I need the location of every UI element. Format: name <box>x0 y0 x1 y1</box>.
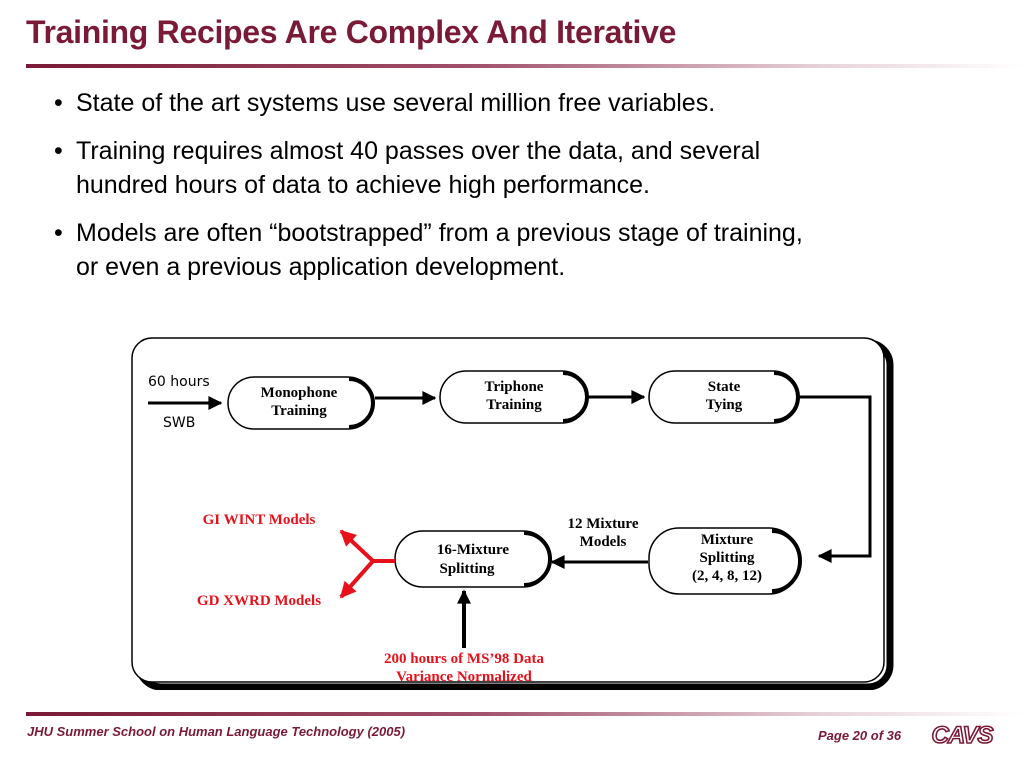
bullet-item: • State of the art systems use several mi… <box>54 86 984 120</box>
bullet-text: State of the art systems use several mil… <box>76 89 716 117</box>
stage-label: Training <box>271 403 327 419</box>
flow-connector <box>800 395 872 563</box>
bullet-list: • State of the art systems use several mi… <box>54 86 984 298</box>
stage-label: (2, 4, 8, 12) <box>692 568 762 584</box>
bullet-marker: • <box>54 137 63 165</box>
bullet-item: • Training requires almost 40 passes over… <box>54 134 984 202</box>
stage-state-tying: State Tying <box>648 370 800 424</box>
output-gi-wint-models: GI WINT Models <box>203 512 316 528</box>
logo-text: CAVS <box>932 722 994 749</box>
cavs-logo: CAVS <box>931 721 995 749</box>
footer-course-name: JHU Summer School on Human Language Tech… <box>27 724 406 739</box>
stage-label: State <box>708 379 741 395</box>
footer-divider <box>26 712 1024 716</box>
output-arrow-gd <box>339 559 375 599</box>
bullet-marker: • <box>54 219 63 247</box>
page-number: Page 20 of 36 <box>818 728 902 743</box>
data-note-label: Variance Normalized <box>396 669 532 685</box>
stage-label: Monophone <box>261 385 338 401</box>
mixture-models-label: Models <box>580 534 627 550</box>
output-gd-xwrd-models: GD XWRD Models <box>197 593 321 609</box>
training-flow-diagram: 60 hours SWB Monophone Training Triphone… <box>131 337 894 690</box>
bullet-marker: • <box>54 89 63 117</box>
bullet-text: Training requires almost 40 passes over … <box>76 137 761 199</box>
mixture-models-label: 12 Mixture <box>568 516 639 532</box>
stage-label: Splitting <box>439 561 495 577</box>
stage-16-mixture-splitting: 16-Mixture Splitting <box>394 530 552 588</box>
stage-label: Splitting <box>699 550 755 566</box>
title-divider <box>26 64 1024 68</box>
stage-mixture-splitting: Mixture Splitting (2, 4, 8, 12) <box>648 527 802 595</box>
stage-label: Triphone <box>485 379 544 395</box>
stage-triphone-training: Triphone Training <box>439 370 589 424</box>
data-note-label: 200 hours of MS’98 Data <box>384 651 544 667</box>
bullet-item: • Models are often “bootstrapped” from a … <box>54 216 984 284</box>
stage-label: 16-Mixture <box>437 542 510 558</box>
stage-label: Training <box>486 397 542 413</box>
input-hours-label: 60 hours <box>148 374 210 390</box>
slide-title: Training Recipes Are Complex And Iterati… <box>26 14 677 50</box>
bullet-text: Models are often “bootstrapped” from a p… <box>76 219 803 281</box>
stage-label: Mixture <box>701 532 754 548</box>
stage-monophone-training: Monophone Training <box>227 376 375 430</box>
stage-label: Tying <box>706 397 743 413</box>
input-corpus-label: SWB <box>163 415 195 431</box>
